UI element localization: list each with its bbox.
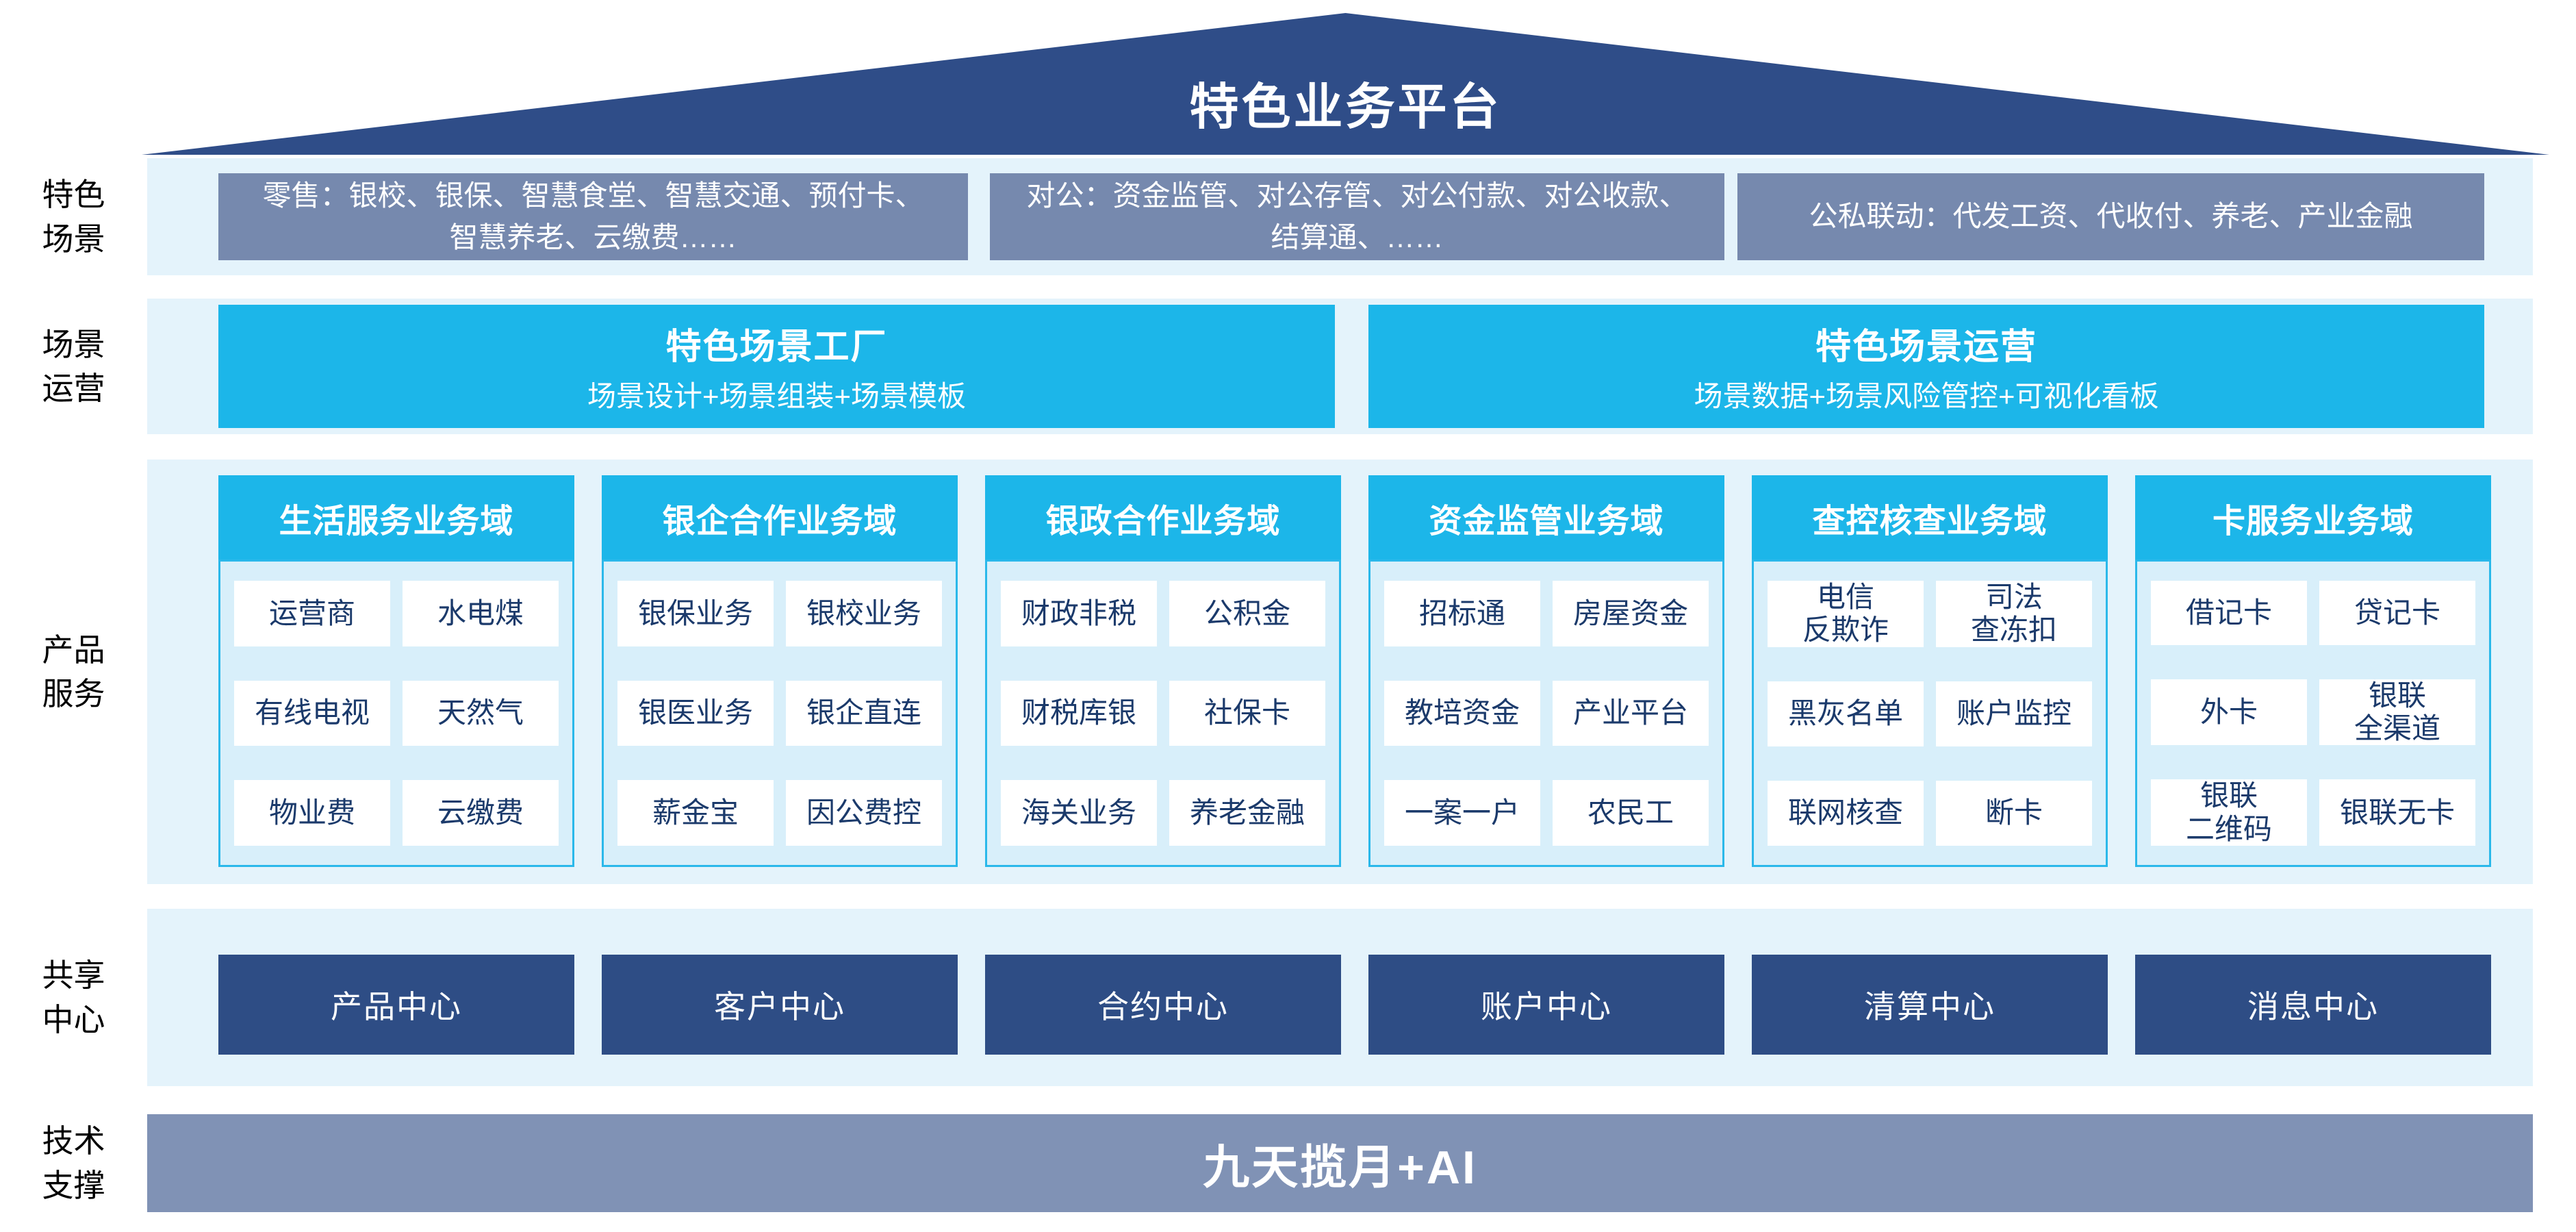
product-item: 贷记卡	[2319, 581, 2475, 645]
domain-inquiry-control: 查控核查业务域 电信 反欺诈 司法 查冻扣 黑灰名单 账户监控 联网核查 断卡	[1752, 475, 2108, 867]
product-item: 云缴费	[403, 780, 559, 846]
products-band: 生活服务业务域 运营商 水电煤 有线电视 天然气 物业费 云缴费 银企合作业务域…	[147, 460, 2533, 884]
center-box-product: 产品中心	[218, 955, 574, 1055]
product-item: 公积金	[1169, 581, 1325, 646]
tech-support-bar: 九天揽月+AI	[147, 1114, 2533, 1212]
product-item: 银联 全渠道	[2319, 679, 2475, 746]
side-label-products: 产品 服务	[42, 631, 105, 712]
product-item: 一案一户	[1384, 780, 1540, 846]
product-item: 联网核查	[1768, 780, 1924, 846]
product-item: 社保卡	[1169, 680, 1325, 746]
domain-body: 运营商 水电煤 有线电视 天然气 物业费 云缴费	[218, 560, 574, 867]
product-item: 养老金融	[1169, 780, 1325, 846]
domain-header: 银企合作业务域	[602, 475, 958, 560]
scene-factory-box: 特色场景工厂 场景设计+场景组装+场景模板	[218, 305, 1335, 428]
domain-body: 借记卡 贷记卡 外卡 银联 全渠道 银联 二维码 银联无卡	[2135, 560, 2491, 867]
scene-operation-title: 特色场景运营	[1815, 327, 2037, 368]
product-item: 薪金宝	[617, 780, 774, 846]
domain-card-services: 卡服务业务域 借记卡 贷记卡 外卡 银联 全渠道 银联 二维码 银联无卡	[2135, 475, 2491, 867]
side-label-tech: 技术 支撑	[42, 1123, 105, 1203]
domain-header: 生活服务业务域	[218, 475, 574, 560]
product-item: 运营商	[234, 581, 390, 646]
center-box-message: 消息中心	[2135, 955, 2491, 1055]
domain-header: 卡服务业务域	[2135, 475, 2491, 560]
roof-banner: 特色业务平台	[142, 13, 2549, 155]
product-item: 银企直连	[786, 680, 942, 746]
product-item: 银保业务	[617, 581, 774, 646]
domain-body: 招标通 房屋资金 教培资金 产业平台 一案一户 农民工	[1368, 560, 1724, 867]
scenes-band: 零售：银校、银保、智慧食堂、智慧交通、预付卡、智慧养老、云缴费…… 对公：资金监…	[147, 158, 2533, 275]
side-label-centers: 共享 中心	[42, 957, 105, 1038]
product-item: 外卡	[2151, 679, 2307, 746]
product-item: 物业费	[234, 780, 390, 846]
center-box-customer: 客户中心	[602, 955, 958, 1055]
center-box-account: 账户中心	[1368, 955, 1724, 1055]
product-item: 财税库银	[1001, 680, 1157, 746]
scene-box-public-private-linkage: 公私联动：代发工资、代收付、养老、产业金融	[1737, 173, 2484, 260]
centers-band: 产品中心 客户中心 合约中心 账户中心 清算中心 消息中心	[147, 909, 2533, 1086]
product-item: 电信 反欺诈	[1768, 581, 1924, 647]
center-box-clearing: 清算中心	[1752, 955, 2108, 1055]
domain-body: 电信 反欺诈 司法 查冻扣 黑灰名单 账户监控 联网核查 断卡	[1752, 560, 2108, 867]
product-item: 银联 二维码	[2151, 779, 2307, 846]
operation-band: 特色场景工厂 场景设计+场景组装+场景模板 特色场景运营 场景数据+场景风险管控…	[147, 299, 2533, 434]
product-item: 农民工	[1553, 780, 1709, 846]
product-item: 账户监控	[1936, 681, 2092, 746]
domain-body: 银保业务 银校业务 银医业务 银企直连 薪金宝 因公费控	[602, 560, 958, 867]
product-item: 借记卡	[2151, 581, 2307, 645]
product-item: 有线电视	[234, 680, 390, 746]
scene-factory-subtitle: 场景设计+场景组装+场景模板	[587, 379, 967, 412]
scene-box-corporate: 对公：资金监管、对公存管、对公付款、对公收款、结算通、……	[990, 173, 1724, 260]
scene-operation-box: 特色场景运营 场景数据+场景风险管控+可视化看板	[1368, 305, 2484, 428]
product-item: 产业平台	[1553, 680, 1709, 746]
product-item: 海关业务	[1001, 780, 1157, 846]
product-item: 银联无卡	[2319, 779, 2475, 846]
scene-operation-subtitle: 场景数据+场景风险管控+可视化看板	[1694, 379, 2159, 412]
domain-life-services: 生活服务业务域 运营商 水电煤 有线电视 天然气 物业费 云缴费	[218, 475, 574, 867]
product-item: 银医业务	[617, 680, 774, 746]
platform-title: 特色业务平台	[1189, 80, 1502, 135]
product-item: 银校业务	[786, 581, 942, 646]
product-item: 天然气	[403, 680, 559, 746]
product-item: 水电煤	[403, 581, 559, 646]
product-item: 招标通	[1384, 581, 1540, 646]
domain-bank-government: 银政合作业务域 财政非税 公积金 财税库银 社保卡 海关业务 养老金融	[985, 475, 1341, 867]
domain-fund-supervision: 资金监管业务域 招标通 房屋资金 教培资金 产业平台 一案一户 农民工	[1368, 475, 1724, 867]
domain-header: 银政合作业务域	[985, 475, 1341, 560]
side-label-operation: 场景 运营	[42, 326, 105, 406]
domain-header: 查控核查业务域	[1752, 475, 2108, 560]
product-item: 断卡	[1936, 780, 2092, 846]
domain-body: 财政非税 公积金 财税库银 社保卡 海关业务 养老金融	[985, 560, 1341, 867]
product-item: 因公费控	[786, 780, 942, 846]
product-item: 黑灰名单	[1768, 681, 1924, 746]
product-item: 教培资金	[1384, 680, 1540, 746]
domain-header: 资金监管业务域	[1368, 475, 1724, 560]
center-box-contract: 合约中心	[985, 955, 1341, 1055]
product-item: 房屋资金	[1553, 581, 1709, 646]
product-item: 财政非税	[1001, 581, 1157, 646]
scene-box-retail: 零售：银校、银保、智慧食堂、智慧交通、预付卡、智慧养老、云缴费……	[218, 173, 968, 260]
domain-bank-enterprise: 银企合作业务域 银保业务 银校业务 银医业务 银企直连 薪金宝 因公费控	[602, 475, 958, 867]
product-item: 司法 查冻扣	[1936, 581, 2092, 647]
side-label-scenes: 特色 场景	[42, 177, 105, 257]
scene-factory-title: 特色场景工厂	[665, 327, 888, 368]
